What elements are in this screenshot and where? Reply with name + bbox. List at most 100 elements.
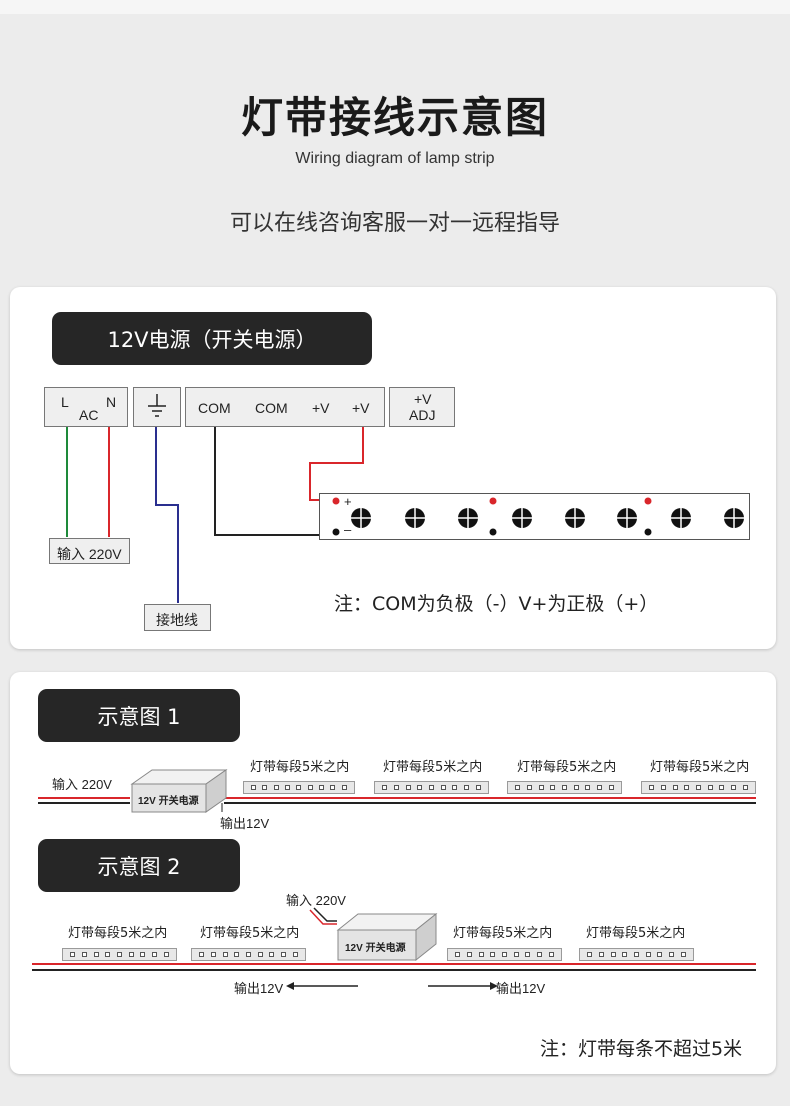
led-chip — [199, 952, 205, 957]
s2-output-left-label: 输出12V — [234, 981, 284, 996]
adj-label: ADJ — [409, 407, 436, 423]
schematic-2-wires — [32, 907, 756, 990]
led-chip — [393, 785, 399, 790]
s1-strip-label-3: 灯带每段5米之内 — [517, 760, 617, 775]
dc-output-terminal: COM COM +V +V — [185, 387, 385, 427]
plus-marker: + — [344, 494, 352, 509]
positive-pad — [644, 497, 652, 505]
s2-strip-label-3: 灯带每段5米之内 — [453, 926, 553, 941]
led-chip — [128, 952, 134, 957]
l-label: L — [61, 394, 69, 410]
led-chip — [273, 785, 279, 790]
led-chip — [382, 785, 388, 790]
led-chip — [587, 952, 593, 957]
strip-length-note: 注：灯带每条不超过5米 — [540, 1038, 743, 1060]
positive-pad — [489, 497, 497, 505]
led-chip — [633, 952, 639, 957]
top-band — [0, 0, 790, 14]
led-chip — [151, 952, 157, 957]
led-chip — [548, 952, 554, 957]
led-chip — [285, 785, 291, 790]
led-chip — [707, 785, 713, 790]
s2-psu-label: 12V 开关电源 — [345, 943, 406, 954]
page-subtitle: Wiring diagram of lamp strip — [295, 150, 495, 167]
adj-terminal: +V ADJ — [389, 387, 455, 427]
schematic-1-wires — [38, 797, 756, 812]
v-plus-1-label: +V — [312, 400, 330, 416]
led-chip — [649, 785, 655, 790]
led-chip — [262, 785, 268, 790]
s2-power-supply: 12V 开关电源 — [336, 912, 438, 962]
led-chip — [672, 785, 678, 790]
ground-terminal — [133, 387, 181, 427]
s2-led-strip-4 — [579, 948, 694, 961]
s2-led-strip-2 — [191, 948, 306, 961]
led-chip — [280, 952, 286, 957]
minus-marker: – — [344, 522, 352, 537]
led-chip — [680, 952, 686, 957]
negative-pad — [644, 528, 652, 536]
s2-output-right-label: 输出12V — [496, 981, 546, 996]
s1-led-strip-2 — [374, 781, 489, 794]
led-chip — [292, 952, 298, 957]
led-chip — [742, 785, 748, 790]
schematic-2-pill: 示意图 2 — [38, 839, 240, 892]
led-chip — [668, 952, 674, 957]
led-chip — [515, 785, 521, 790]
led-chip — [405, 785, 411, 790]
led-chip — [463, 785, 469, 790]
led-chip — [234, 952, 240, 957]
v-plus-2-label: +V — [352, 400, 370, 416]
ground-wire-label: 接地线 — [156, 612, 198, 628]
s1-strip-label-2: 灯带每段5米之内 — [383, 760, 483, 775]
led-chip — [307, 785, 313, 790]
s2-strip-label-1: 灯带每段5米之内 — [68, 926, 168, 941]
led-chip — [70, 952, 76, 957]
led-chip — [440, 785, 446, 790]
schematic-1-pill: 示意图 1 — [38, 689, 240, 742]
led-chip — [319, 785, 325, 790]
led-chip — [585, 785, 591, 790]
led-chip — [93, 952, 99, 957]
led-chip — [251, 785, 257, 790]
led-chip — [550, 785, 556, 790]
ground-icon — [148, 394, 166, 417]
s1-led-strip-3 — [507, 781, 622, 794]
led-chip — [526, 785, 532, 790]
led-chip — [475, 785, 481, 790]
input-220v-box: 输入 220V — [49, 538, 130, 564]
led-chip — [257, 952, 263, 957]
com-2-label: COM — [255, 400, 288, 416]
s2-input-label: 输入 220V — [286, 893, 346, 908]
adj-v-label: +V — [414, 391, 432, 407]
led-chip — [622, 952, 628, 957]
led-chip — [719, 785, 725, 790]
led-chip — [116, 952, 122, 957]
s1-strip-label-4: 灯带每段5米之内 — [650, 760, 750, 775]
led-chip — [513, 952, 519, 957]
s1-power-supply: 12V 开关电源 — [128, 769, 228, 813]
led-chip — [81, 952, 87, 957]
led-chip — [573, 785, 579, 790]
led-chip — [608, 785, 614, 790]
negative-pad — [332, 528, 340, 536]
s2-strip-label-4: 灯带每段5米之内 — [586, 926, 686, 941]
led-chip — [455, 952, 461, 957]
led-chip — [596, 785, 602, 790]
led-chip — [657, 952, 663, 957]
negative-pad — [489, 528, 497, 536]
consult-text: 可以在线咨询客服一对一远程指导 — [229, 211, 560, 236]
led-chip — [330, 785, 336, 790]
ground-wire-box: 接地线 — [144, 604, 211, 631]
ac-label: AC — [79, 407, 99, 423]
input-220v-label: 输入 220V — [57, 546, 122, 562]
led-chip — [538, 785, 544, 790]
power-supply-pill: 12V电源（开关电源） — [52, 312, 372, 365]
page-title: 灯带接线示意图 — [240, 93, 549, 142]
s1-psu-label: 12V 开关电源 — [138, 796, 199, 807]
wiring-card: 12V电源（开关电源） L AC N COM COM +V +V +V ADJ … — [10, 287, 776, 649]
s1-input-label: 输入 220V — [52, 777, 112, 792]
led-chip — [490, 952, 496, 957]
led-chip — [695, 785, 701, 790]
ac-terminal: L AC N — [44, 387, 128, 427]
